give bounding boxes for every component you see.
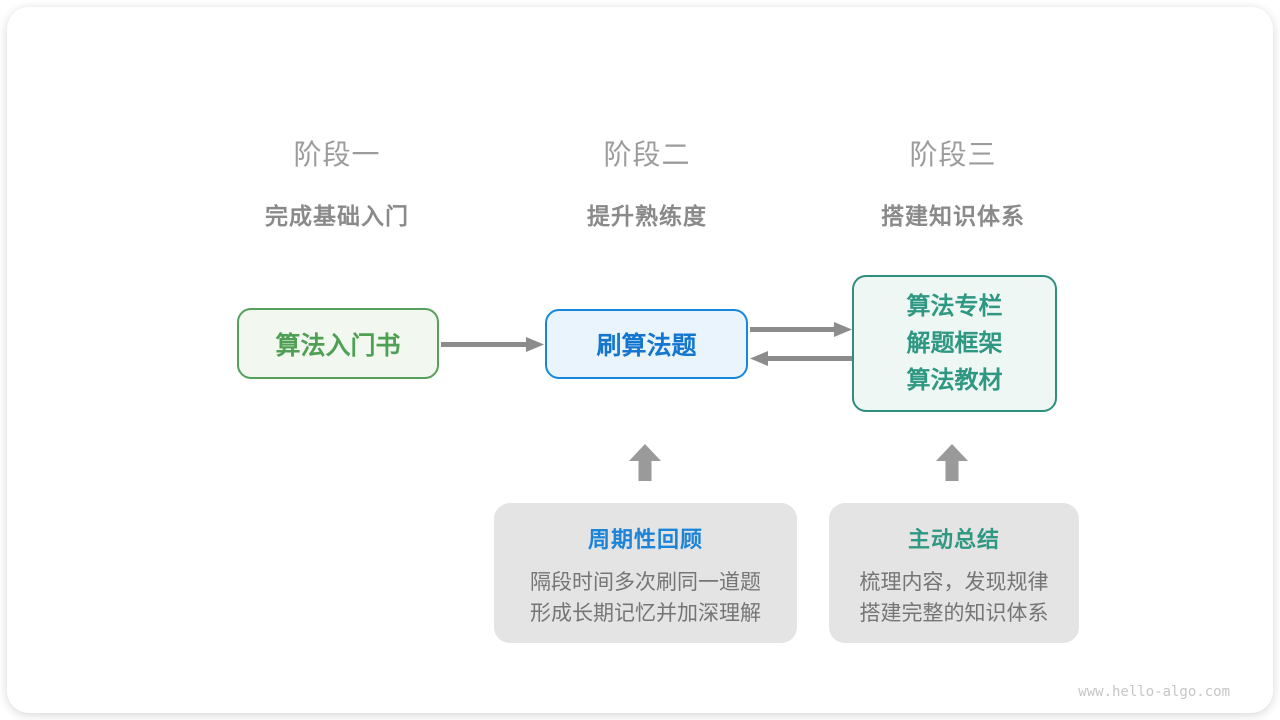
arrow-right-icon (750, 322, 852, 342)
note-body-line: 形成长期记忆并加深理解 (530, 602, 761, 625)
stage-header-1: 阶段一 完成基础入门 (177, 133, 497, 231)
arrow-up-icon (935, 444, 969, 486)
stage-header-2: 阶段二 提升熟练度 (487, 133, 807, 231)
note-card-active-summary: 主动总结 梳理内容，发现规律 搭建完整的知识体系 (829, 503, 1079, 643)
stage-2-title: 阶段二 (603, 139, 691, 170)
flow-box-practice-problems: 刷算法题 (545, 309, 748, 379)
stage-1-title: 阶段一 (293, 139, 381, 170)
stage-2-subtitle: 提升熟练度 (587, 203, 707, 229)
arrow-right-icon (441, 337, 544, 357)
arrow-left-icon (750, 351, 852, 371)
resource-line-2: 解题框架 (906, 330, 1003, 357)
stage-3-subtitle: 搭建知识体系 (881, 203, 1025, 229)
stage-1-subtitle: 完成基础入门 (265, 203, 409, 229)
note-body-line: 隔段时间多次刷同一道题 (530, 571, 761, 594)
flow-box-knowledge-resources: 算法专栏 解题框架 算法教材 (852, 275, 1057, 412)
diagram-card: 阶段一 完成基础入门 阶段二 提升熟练度 阶段三 搭建知识体系 算法入门书 刷算… (7, 7, 1273, 713)
flow-box-practice-problems-label: 刷算法题 (596, 332, 697, 360)
site-watermark: www.hello-algo.com (1078, 684, 1230, 700)
arrow-up-icon (628, 444, 662, 486)
stage-3-title: 阶段三 (909, 139, 997, 170)
note-active-summary-body: 梳理内容，发现规律 搭建完整的知识体系 (829, 567, 1079, 629)
stage-header-3: 阶段三 搭建知识体系 (793, 133, 1113, 231)
note-active-summary-title: 主动总结 (907, 527, 1000, 552)
note-periodic-review-body: 隔段时间多次刷同一道题 形成长期记忆并加深理解 (494, 567, 797, 629)
resource-line-1: 算法专栏 (906, 293, 1003, 320)
note-periodic-review-title: 周期性回顾 (587, 527, 703, 552)
flow-box-intro-book: 算法入门书 (237, 308, 439, 379)
note-body-line: 搭建完整的知识体系 (859, 602, 1049, 625)
note-card-periodic-review: 周期性回顾 隔段时间多次刷同一道题 形成长期记忆并加深理解 (494, 503, 797, 643)
resource-line-3: 算法教材 (906, 367, 1003, 394)
flow-box-intro-book-label: 算法入门书 (275, 331, 401, 360)
note-body-line: 梳理内容，发现规律 (859, 571, 1049, 594)
